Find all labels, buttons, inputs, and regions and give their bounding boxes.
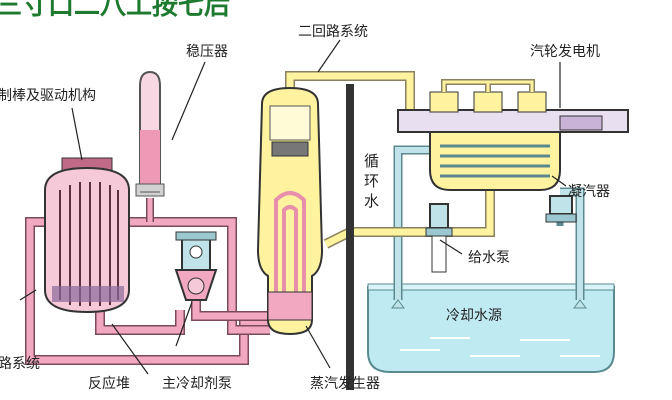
main-coolant-pump: [174, 231, 218, 301]
label-steam-generator: 蒸汽发生器: [310, 376, 380, 392]
leader-lines: [19, 39, 567, 375]
feedwater-pump: [425, 203, 453, 273]
label-circulating-water-1: 循: [364, 152, 379, 170]
primary-loop-pipes: [25, 198, 270, 365]
label-condenser: 凝汽器: [568, 184, 610, 200]
containment-wall: [346, 84, 354, 390]
label-control-rods: 制棒及驱动机构: [0, 88, 96, 104]
label-feedwater-pump: 给水泵: [468, 250, 510, 266]
cooling-water-tank: [367, 283, 615, 373]
pressurizer: [135, 70, 165, 197]
condenser: [429, 131, 561, 191]
secondary-loop-pipes: [285, 71, 495, 249]
turbine-generator: [397, 79, 629, 133]
label-circulating-water-2: 环: [364, 172, 379, 190]
title-fragment: 三寸口二八工按七后: [0, 0, 230, 21]
reactor-vessel: [44, 157, 130, 314]
label-primary-loop: 路系统: [0, 356, 40, 372]
label-reactor: 反应堆: [88, 375, 130, 392]
label-secondary-loop: 二回路系统: [298, 24, 368, 40]
label-main-coolant-pump: 主冷却剂泵: [162, 376, 232, 392]
circulating-water-pump: [545, 195, 577, 223]
label-circulating-water-3: 水: [364, 192, 379, 210]
label-cooling-water-source: 冷却水源: [446, 308, 502, 324]
label-turbine-generator: 汽轮发电机: [530, 44, 600, 60]
label-pressurizer: 稳压器: [186, 44, 228, 60]
steam-generator: [256, 86, 324, 336]
